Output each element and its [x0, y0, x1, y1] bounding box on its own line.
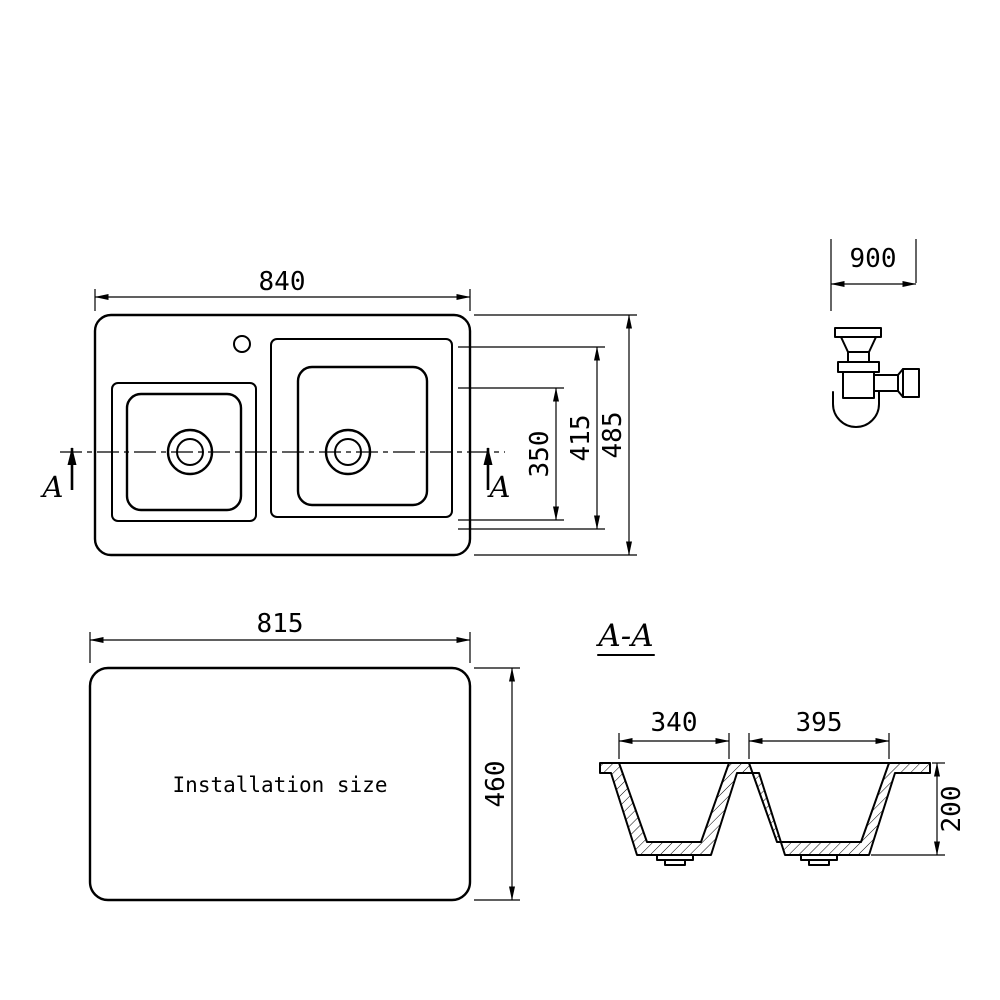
dim-right-bowl-depth: 415 — [458, 346, 605, 530]
siphon-cone — [840, 336, 877, 353]
dim-label-840: 840 — [259, 267, 306, 297]
dim-label-815: 815 — [257, 609, 304, 639]
siphon-outlet-pipe — [873, 374, 899, 392]
siphon-view: 900 — [830, 239, 920, 428]
siphon-body — [842, 371, 875, 399]
dim-label-340: 340 — [651, 708, 698, 738]
siphon-collar — [837, 361, 880, 373]
dim-overall-depth: 485 — [474, 314, 637, 556]
dim-left-bowl-depth: 350 — [458, 387, 564, 521]
siphon-drawing — [832, 327, 920, 428]
plan-view: A A 840 350 415 — [40, 267, 637, 557]
dim-section-right-bowl: 395 — [748, 708, 890, 759]
section-cut-left: A — [40, 447, 77, 504]
dim-install-width: 815 — [89, 609, 471, 663]
section-letter-left: A — [40, 470, 64, 504]
siphon-outlet-end — [902, 368, 920, 398]
section-view: A-A 340 395 — [595, 618, 967, 866]
siphon-top-flange — [834, 327, 882, 338]
section-letter-right: A — [487, 470, 511, 504]
dim-overall-width: 840 — [94, 267, 471, 311]
installation-caption: Installation size — [173, 773, 388, 797]
dim-label-485: 485 — [598, 412, 628, 459]
dim-siphon-900: 900 — [830, 239, 917, 311]
dim-label-460: 460 — [481, 761, 511, 808]
dim-label-350: 350 — [525, 431, 555, 478]
installation-cutout-outline — [88, 666, 472, 902]
dim-label-395: 395 — [796, 708, 843, 738]
installation-view: 815 Installation size 460 — [88, 609, 520, 902]
section-title: A-A — [595, 618, 653, 654]
dim-label-415: 415 — [566, 415, 596, 462]
left-drain-fitting — [656, 854, 694, 866]
dim-label-900: 900 — [850, 244, 897, 274]
right-bowl-outer — [270, 338, 453, 518]
section-cut-solid — [599, 762, 931, 856]
dim-section-depth: 200 — [871, 762, 967, 856]
section-cut-right: A — [483, 447, 511, 504]
right-bowl-inner — [296, 365, 429, 507]
dim-install-height: 460 — [474, 667, 520, 901]
sink-outline — [93, 313, 472, 557]
siphon-neck — [847, 351, 870, 363]
dim-label-200: 200 — [937, 786, 967, 833]
faucet-hole — [233, 335, 251, 353]
dim-section-left-bowl: 340 — [618, 708, 730, 759]
right-drain-fitting — [800, 854, 838, 866]
siphon-trap-cup — [832, 391, 880, 428]
